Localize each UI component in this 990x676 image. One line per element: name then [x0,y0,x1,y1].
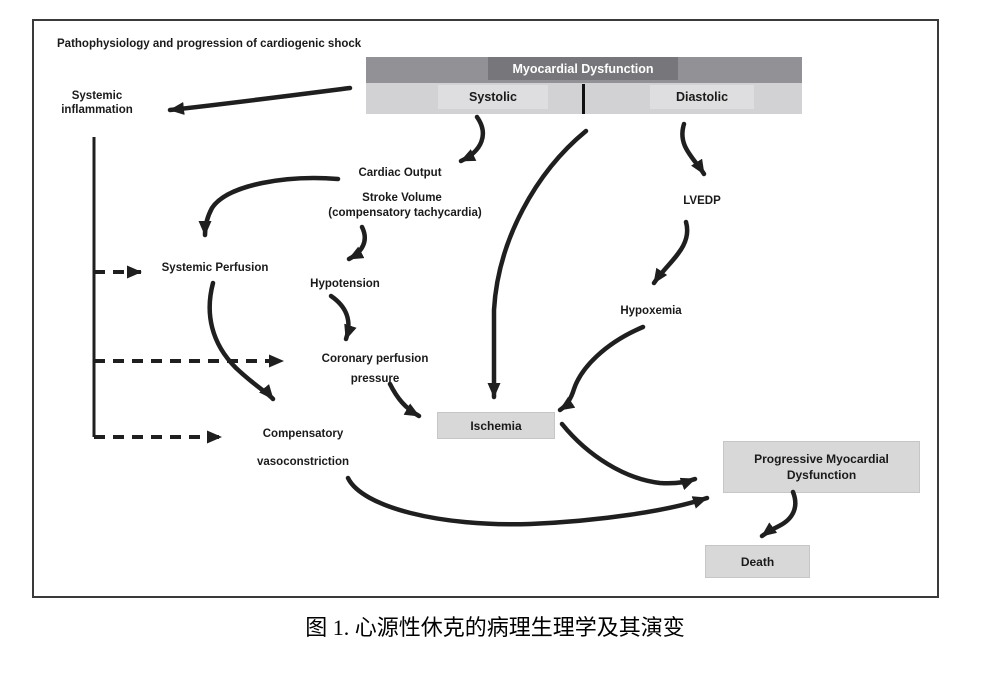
hypoxemia-label: Hypoxemia [620,305,682,317]
ischemia-label: Ischemia [470,418,522,433]
figure-title: Pathophysiology and progression of cardi… [57,38,362,50]
cardiac-output-label: Cardiac Output [358,167,442,179]
pmd-label-line2: Dysfunction [786,468,857,482]
ischemia-node: Ischemia [437,412,555,439]
coronary-perfusion-pressure-label: Coronary perfusion pressure [321,353,429,385]
figure-caption: 图 1. 心源性休克的病理生理学及其演变 [305,615,685,640]
systemic-perfusion-label: Systemic Perfusion [161,262,269,274]
death-node: Death [705,545,810,578]
progressive-myocardial-dysfunction-node: Progressive Myocardial Dysfunction [723,441,920,493]
hypotension-label: Hypotension [310,278,380,290]
lvedp-label: LVEDP [683,195,721,207]
stroke-volume-label: Stroke Volume [362,192,442,204]
stroke-volume-note-label: (compensatory tachycardia) [328,207,482,219]
pmd-label-line1: Progressive Myocardial [754,452,889,466]
systemic-inflammation-label: Systemic inflammation [61,90,133,116]
diastolic-cell: Diastolic [650,85,754,109]
compensatory-vasoconstriction-label: Compensatory vasoconstriction [256,428,350,468]
band-divider [582,84,585,114]
systolic-cell: Systolic [438,85,548,109]
myocardial-dysfunction-banner: Myocardial Dysfunction [488,57,678,80]
death-label: Death [740,554,775,569]
banner-label: Myocardial Dysfunction [512,61,654,76]
